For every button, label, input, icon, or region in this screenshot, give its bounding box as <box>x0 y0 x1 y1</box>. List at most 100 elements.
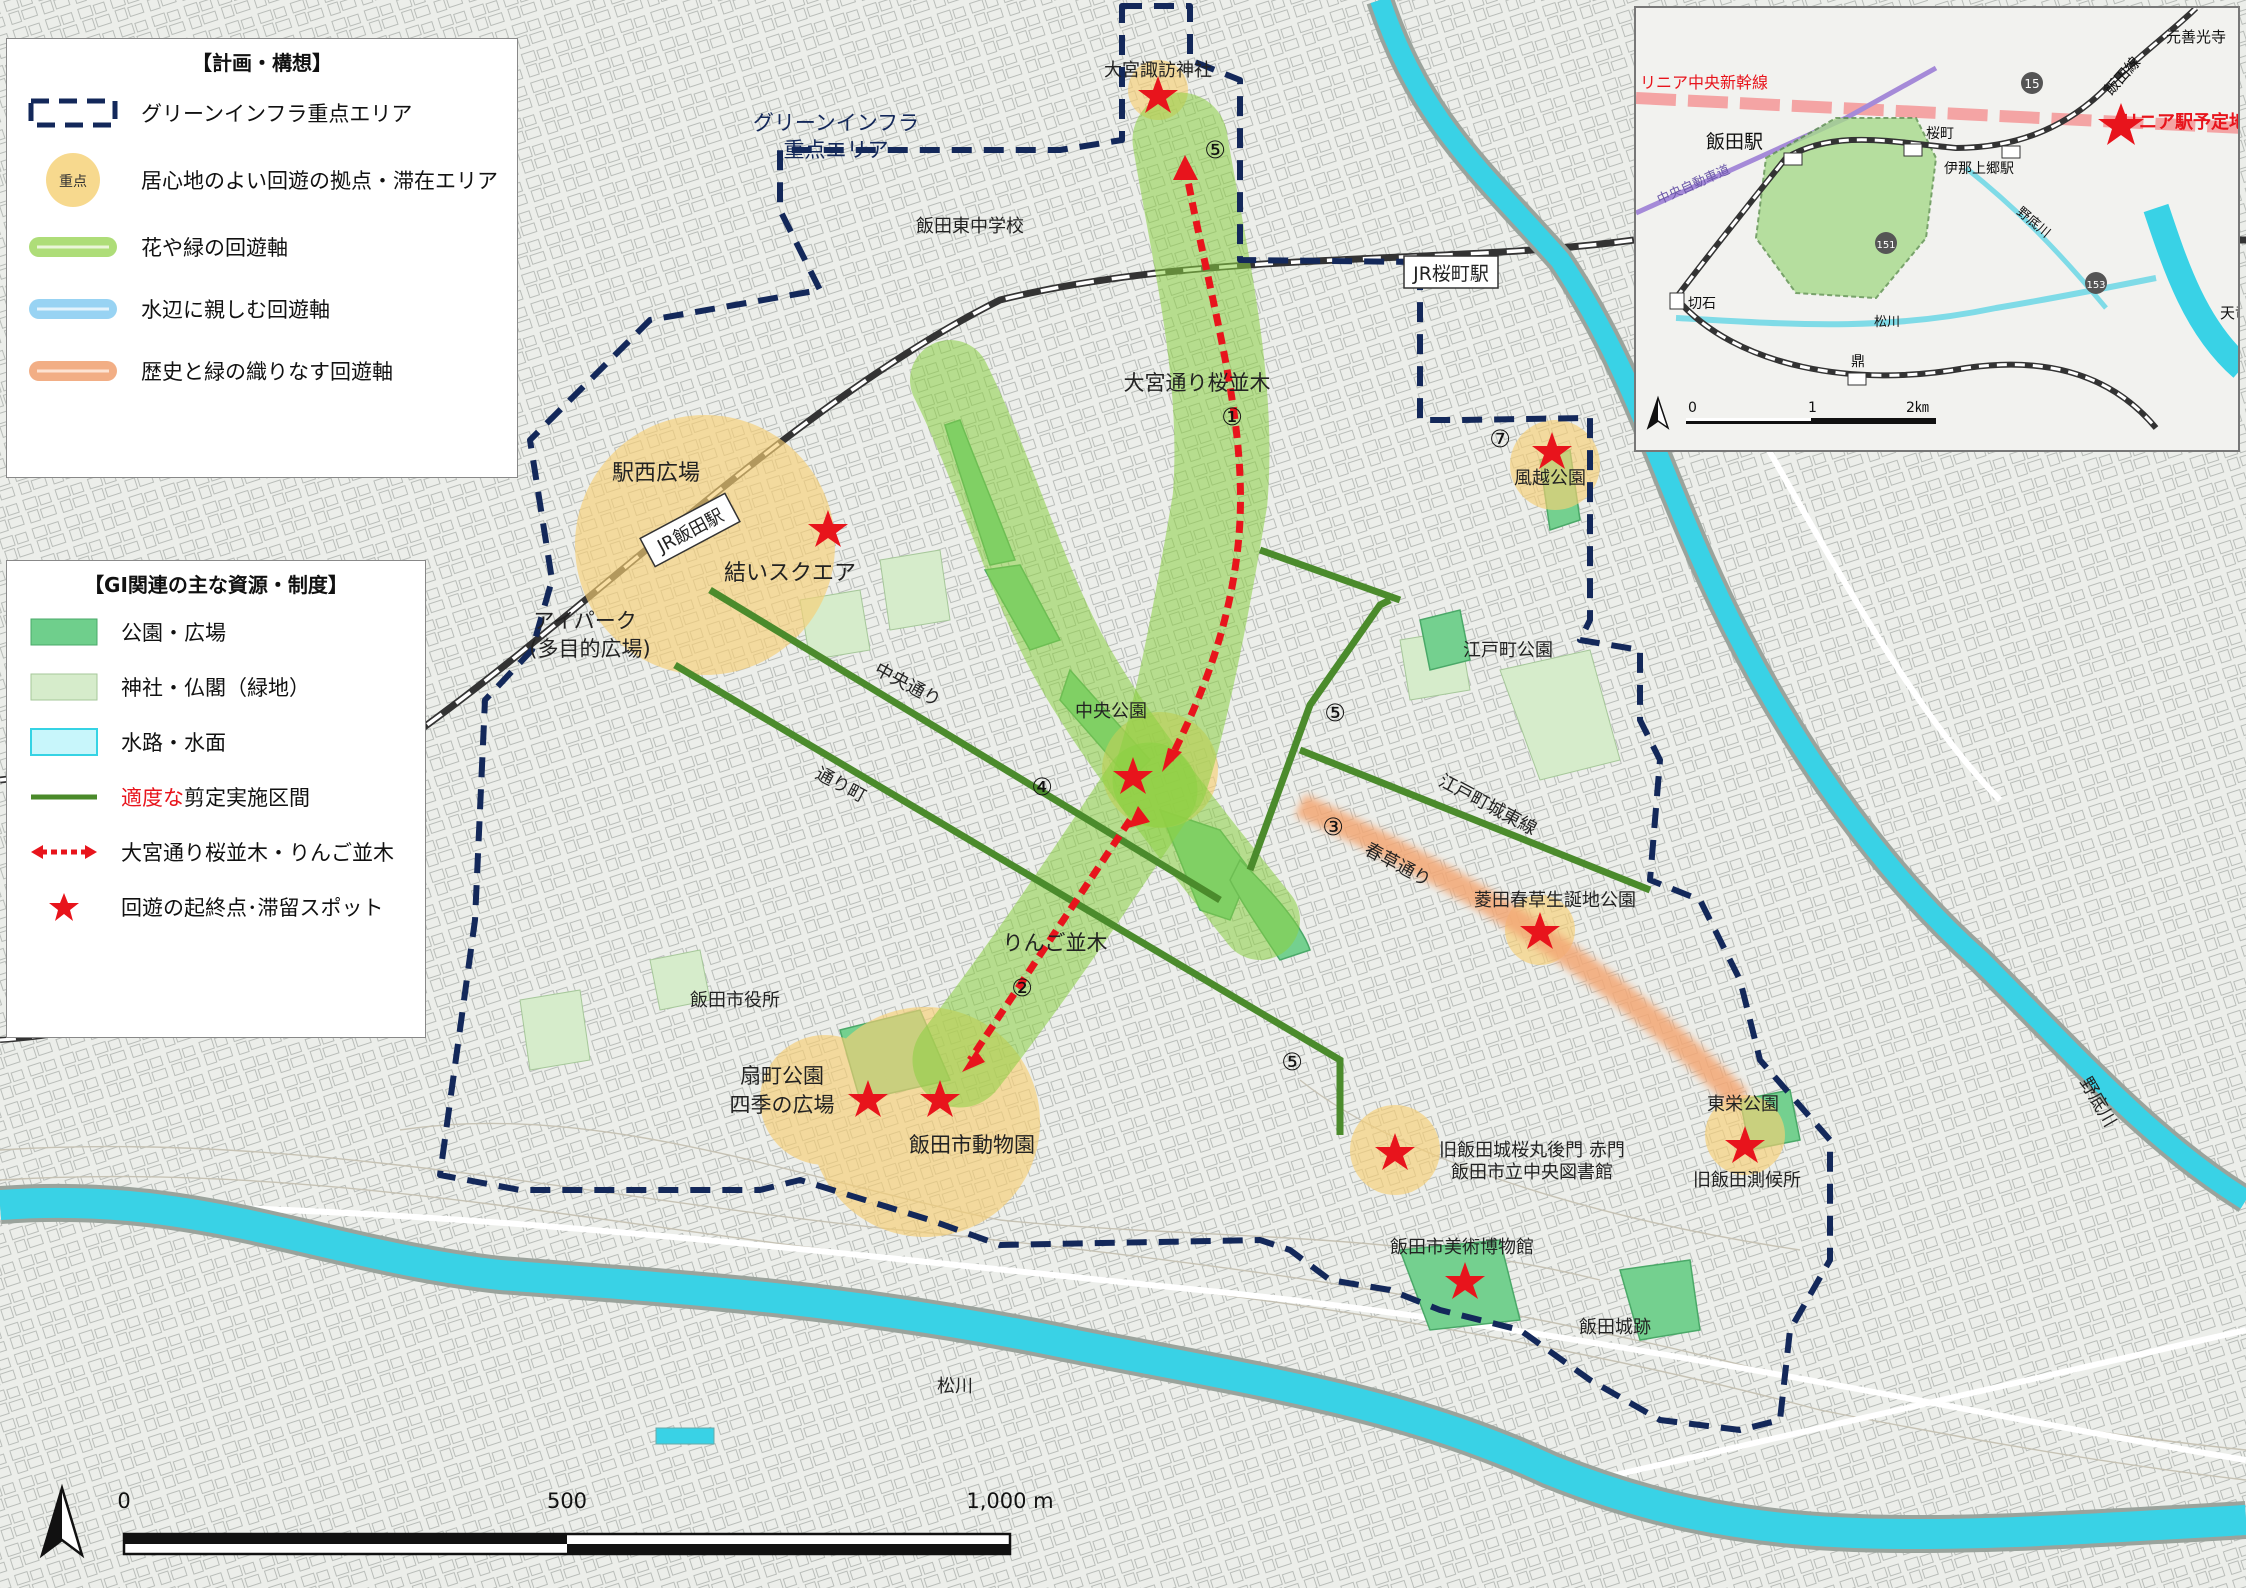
edomachi-park-label: 江戸町公園 <box>1463 640 1553 661</box>
stay-badge: 重点 <box>59 174 87 190</box>
inset-route151: 151 <box>1876 240 1895 251</box>
stay-areas <box>575 60 1785 1237</box>
shrine-icon <box>29 672 99 702</box>
route-number: ① <box>1221 403 1243 431</box>
ogimachi-label-1: 扇町公園 <box>740 1064 824 1088</box>
legend-row: 水路・水面 <box>7 714 425 769</box>
inset-matsukawa-label: 松川 <box>1874 315 1900 330</box>
inset-scale-1: 1 <box>1808 400 1817 416</box>
legend-label: 居心地のよい回遊の拠点・滞在エリア <box>141 169 498 193</box>
inset-kanae-label: 鼎 <box>1851 354 1865 370</box>
legend-label: 水路・水面 <box>121 730 226 755</box>
star-icon <box>1375 1133 1415 1170</box>
legend-label: 公園・広場 <box>121 620 226 645</box>
rivers <box>0 0 2246 1554</box>
arrow-heads <box>962 155 1198 1072</box>
inset-iida-station-label: 飯田駅 <box>1706 131 1763 153</box>
dashed-boundary-icon <box>27 95 119 131</box>
matsukawa-label: 松川 <box>937 1376 973 1397</box>
route-number: ③ <box>1322 813 1344 841</box>
legend-row: 歴史と緑の織りなす回遊軸 <box>7 340 517 402</box>
star-icon <box>1113 757 1153 794</box>
north-arrow-icon <box>39 1483 85 1559</box>
star-icon <box>920 1080 960 1117</box>
circled-numbers: ① ② ③ ④ ⑤ ⑤ ⑤ ⑦ <box>1011 136 1511 1076</box>
inset-svg: リニア中央新幹線 中央自動車道 天竜川 松川 野底川 15 151 153 元善… <box>1636 8 2240 450</box>
inset-scale-0: 0 <box>1688 400 1697 416</box>
gi-area-label-2: 重点エリア <box>784 138 889 162</box>
inset-linear-station-label: リニア駅予定地 <box>2121 111 2240 133</box>
shrine-patches <box>519 549 1621 1071</box>
hishida-park-label: 菱田春草生誕地公園 <box>1474 890 1636 911</box>
star-icon <box>1138 76 1178 113</box>
legend-row: 神社・仏閣（緑地） <box>7 659 425 714</box>
prune-line-icon <box>29 782 99 812</box>
legend-label: グリーンインフラ重点エリア <box>141 102 413 126</box>
higashi-jhs-label: 飯田東中学校 <box>916 216 1024 237</box>
zoo-label: 飯田市動物園 <box>909 1133 1035 1157</box>
legend-row: 重点 居心地のよい回遊の拠点・滞在エリア <box>7 144 517 216</box>
kazakoshi-label: 風越公園 <box>1514 468 1586 489</box>
akamon-label-1: 旧飯田城桜丸後門 赤門 <box>1439 1140 1625 1161</box>
legend-label: 適度な剪定実施区間 <box>121 782 310 812</box>
water-axis-icon <box>27 291 119 327</box>
legend-label: 花や緑の回遊軸 <box>141 236 288 260</box>
ogimachi-label-2: 四季の広場 <box>730 1093 835 1117</box>
star-icon <box>808 510 848 547</box>
scale-bar: 0 500 1,000 m <box>117 1489 1054 1556</box>
legend-row: 回遊の起終点･滞留スポット <box>7 879 425 934</box>
scale-0-label: 0 <box>117 1489 130 1513</box>
inset-map: リニア中央新幹線 中央自動車道 天竜川 松川 野底川 15 151 153 元善… <box>1634 6 2240 452</box>
stay-area-icon: 重点 <box>27 152 119 208</box>
scale-1000-label: 1,000 m <box>966 1489 1053 1513</box>
history-axis <box>1294 794 1749 1109</box>
castle-label: 飯田城跡 <box>1579 1317 1651 1338</box>
legend-plan-title: 【計画・構想】 <box>192 51 332 75</box>
star-icon <box>2098 103 2144 145</box>
route-number: ⑦ <box>1489 425 1511 453</box>
legend-row: 大宮通り桜並木・りんご並木 <box>7 824 425 879</box>
sakuramachi-station-label: JR桜町駅 <box>1412 263 1489 285</box>
legend-row: 水辺に親しむ回遊軸 <box>7 278 517 340</box>
legend-label: 神社・仏閣（緑地） <box>121 675 310 700</box>
legend-row: 適度な剪定実施区間 <box>7 769 425 824</box>
inset-sakuramachi-label: 桜町 <box>1926 126 1954 142</box>
star-icon <box>29 892 99 922</box>
dotted-arrow-icon <box>29 837 99 867</box>
eki-nishi-label: 駅西広場 <box>612 461 700 486</box>
park-icon <box>29 617 99 647</box>
spot-stars <box>808 76 1765 1299</box>
dotted-arrows <box>967 164 1244 1062</box>
akamon-label-2: 飯田市立中央図書館 <box>1451 1162 1613 1183</box>
toei-park-label: 東栄公園 <box>1707 1094 1779 1115</box>
legend-gi: 【GI関連の主な資源・制度】 公園・広場 神社・仏閣（緑地） 水路・水面 適度な… <box>6 560 426 1038</box>
yui-square-label: 結いスクエア <box>724 561 856 586</box>
inset-genzenkoji-label: 元善光寺 <box>2166 28 2226 46</box>
aipark-label-1: アイパーク <box>533 609 637 633</box>
city-hall-label: 飯田市役所 <box>690 990 780 1011</box>
route-number: ④ <box>1031 773 1053 801</box>
route-number: ⑤ <box>1324 699 1346 727</box>
gi-area-boundary <box>437 3 1833 1433</box>
legend-label-rest: 剪定実施区間 <box>184 785 310 810</box>
legend-label: 回遊の起終点･滞留スポット <box>121 895 384 920</box>
legend-plan: 【計画・構想】 グリーンインフラ重点エリア 重点 居心地のよい回遊の拠点・滞在エ… <box>6 38 518 478</box>
inset-route153: 153 <box>2086 280 2105 291</box>
history-axis-icon <box>27 353 119 389</box>
inset-linear-label: リニア中央新幹線 <box>1640 73 1768 92</box>
gi-area-label-1: グリーンインフラ <box>753 111 919 135</box>
star-icon <box>1445 1262 1485 1299</box>
omiya-suwa-label: 大宮諏訪神社 <box>1104 60 1212 81</box>
inset-kiriishi-label: 切石 <box>1688 296 1716 312</box>
star-icon <box>1520 912 1560 949</box>
legend-row: 花や緑の回遊軸 <box>7 216 517 278</box>
star-icon <box>1725 1126 1765 1163</box>
legend-label-red: 適度な <box>121 785 184 810</box>
museum-label: 飯田市美術博物館 <box>1390 1237 1534 1258</box>
inset-route15: 15 <box>2024 77 2039 91</box>
chuo-park-label: 中央公園 <box>1075 701 1147 722</box>
star-icon <box>1532 432 1572 469</box>
aipark-label-2: (多目的広場) <box>529 637 650 661</box>
prune-lines <box>673 546 1652 1135</box>
